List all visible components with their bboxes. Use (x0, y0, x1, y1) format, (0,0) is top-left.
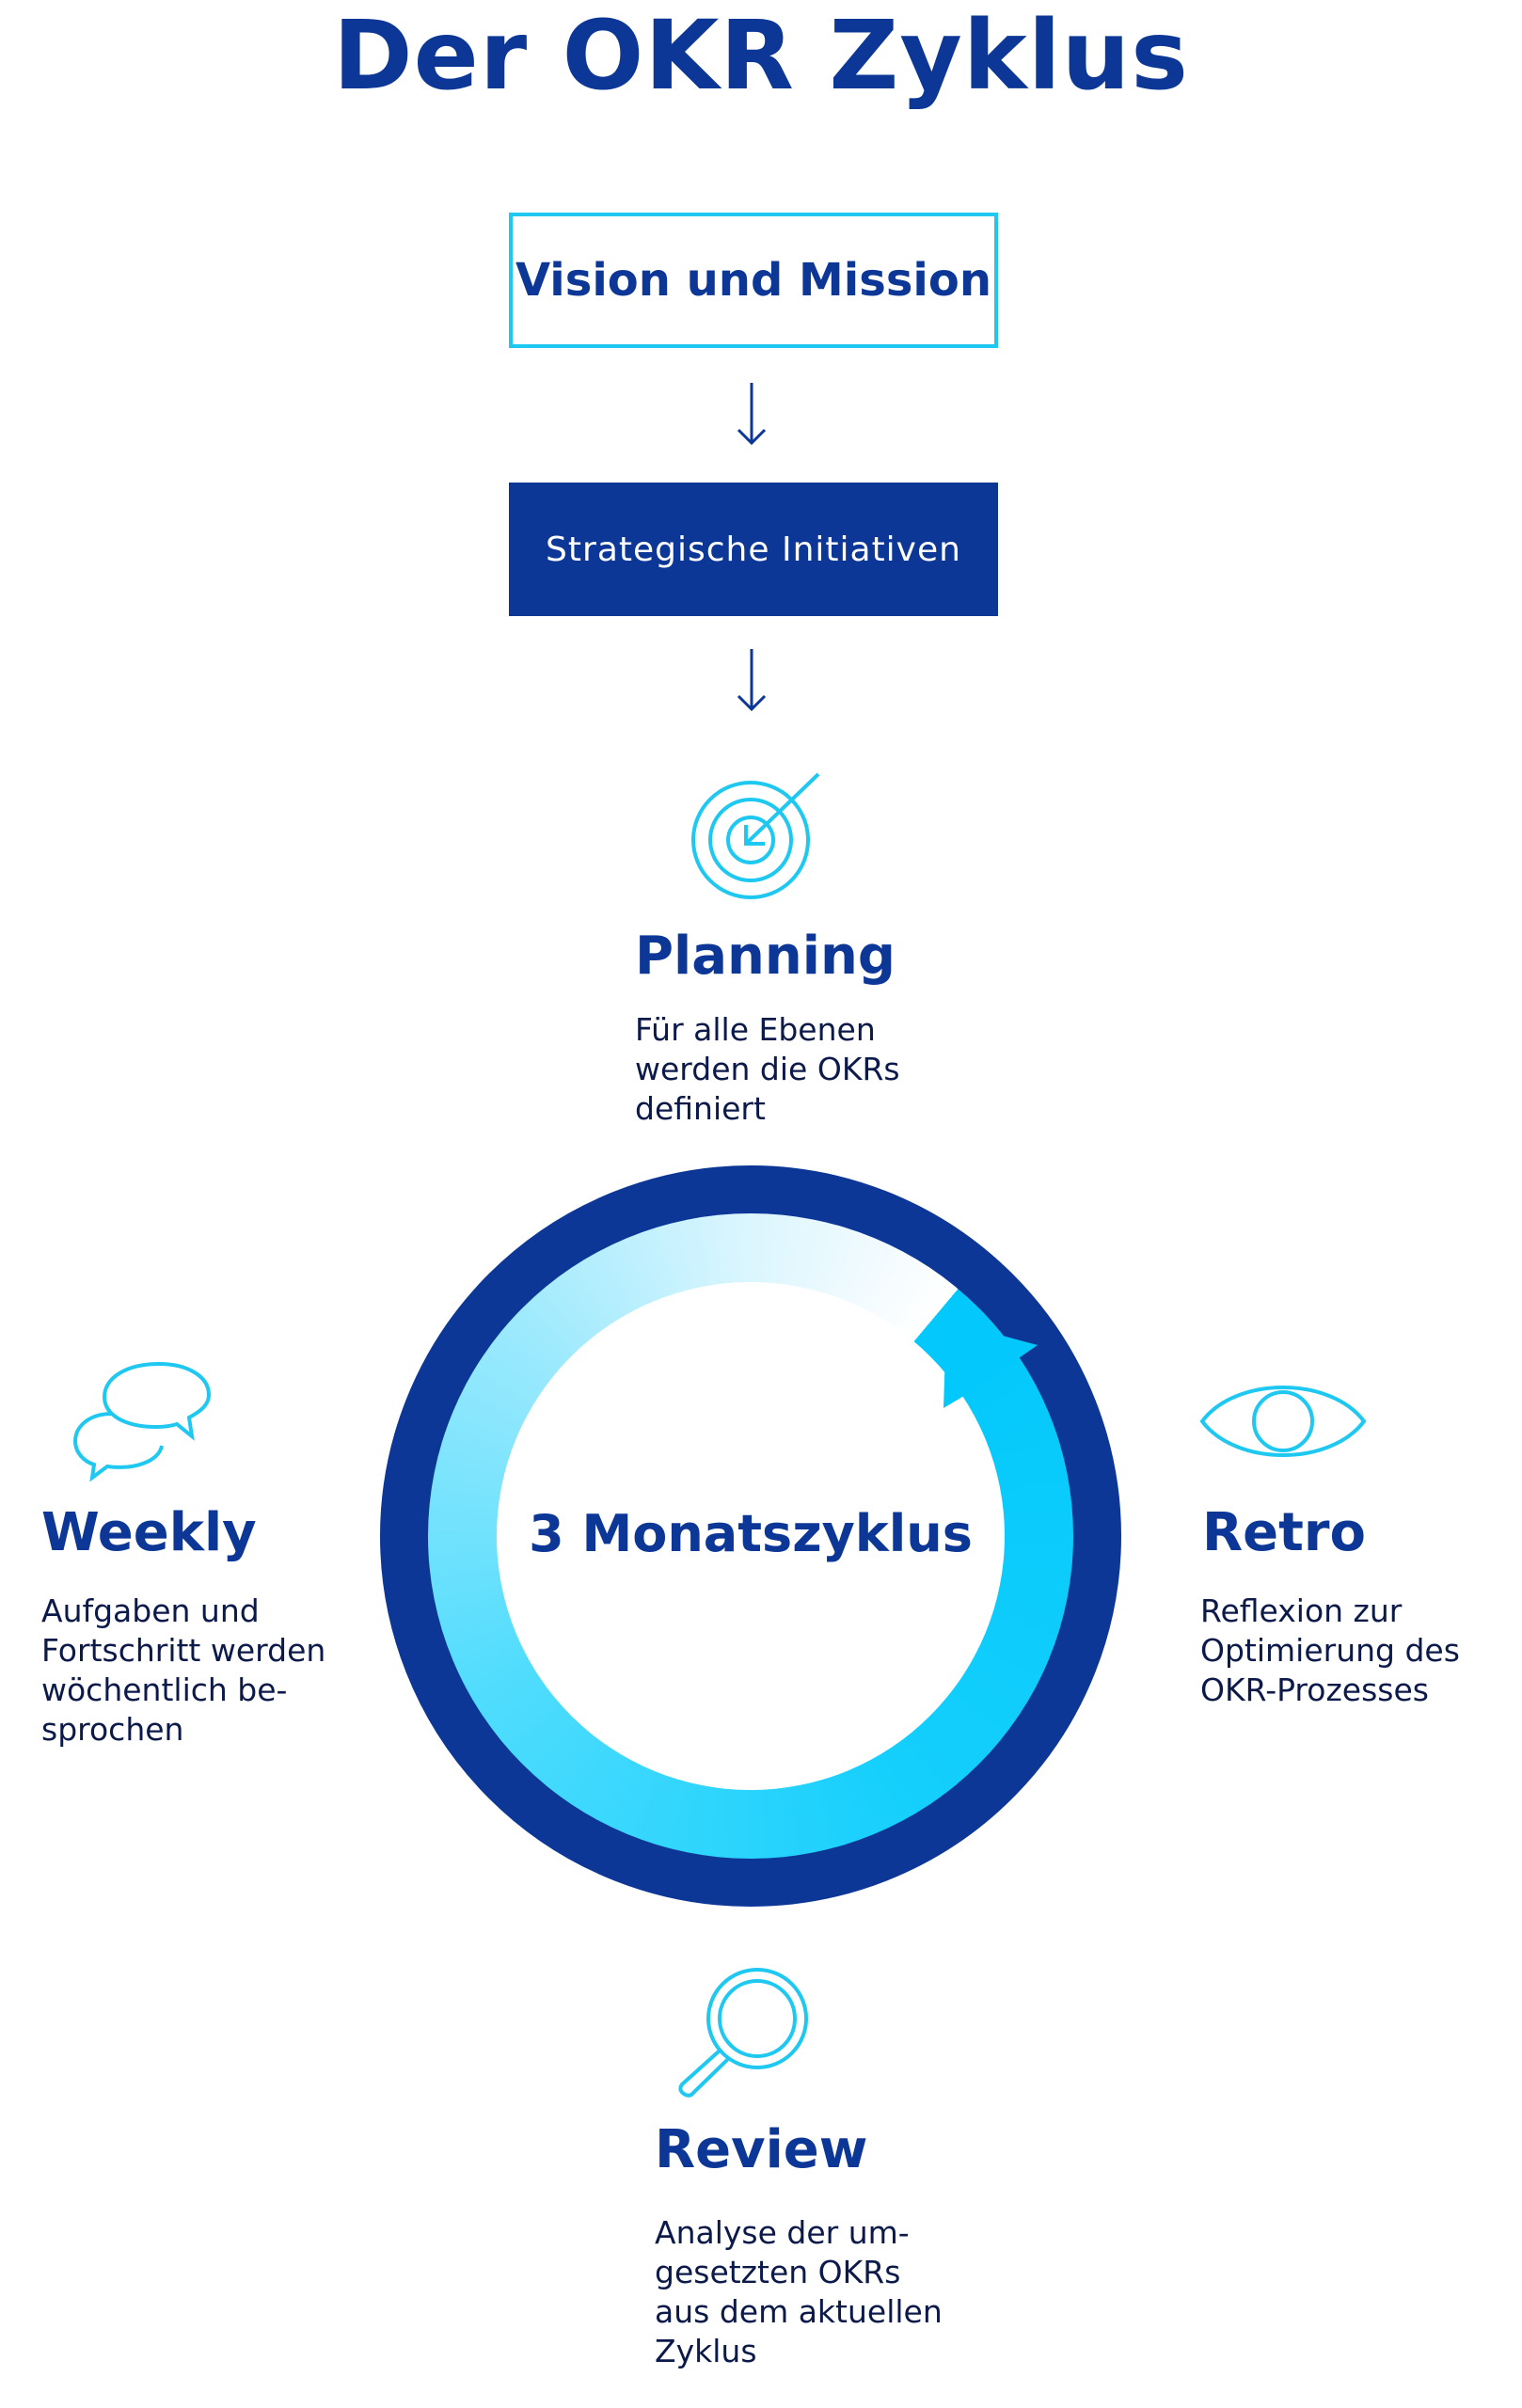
text-line: Für alle Ebenen (635, 1011, 876, 1048)
cycle-outer-ring (380, 1165, 1121, 1907)
text-line: sprochen (41, 1711, 184, 1748)
weekly-title: Weekly (41, 1502, 257, 1563)
vision-mission-box: Vision und Mission (509, 213, 998, 348)
text-line: Fortschritt werden (41, 1632, 326, 1669)
text-line: Analyse der um- (655, 2214, 910, 2251)
text-line: definiert (635, 1090, 766, 1127)
text-line: werden die OKRs (635, 1051, 900, 1087)
text-line: wöchentlich be- (41, 1671, 288, 1708)
eye-icon (1199, 1386, 1367, 1457)
review-description: Analyse der um- gesetzten OKRs aus dem a… (655, 2213, 943, 2371)
target-icon (691, 772, 820, 899)
strategic-initiatives-box: Strategische Initiativen (509, 483, 998, 616)
planning-description: Für alle Ebenen werden die OKRs definier… (635, 1010, 900, 1129)
magnifier-icon (678, 1968, 808, 2098)
text-line: Reflexion zur (1200, 1592, 1403, 1629)
down-arrow-icon (737, 649, 767, 712)
text-line: gesetzten OKRs (655, 2254, 901, 2290)
text-line: Optimierung des (1200, 1632, 1460, 1669)
retro-description: Reflexion zur Optimierung des OKR-Prozes… (1200, 1592, 1460, 1710)
down-arrow-icon (737, 383, 767, 446)
text-line: OKR-Prozesses (1200, 1671, 1429, 1708)
cycle-label: 3 Monatszyklus (529, 1504, 973, 1563)
planning-title: Planning (635, 926, 896, 987)
retro-title: Retro (1202, 1502, 1366, 1563)
weekly-description: Aufgaben und Fortschritt werden wöchentl… (41, 1592, 325, 1750)
cycle-inner (497, 1282, 1005, 1790)
text-line: Zyklus (655, 2333, 757, 2369)
review-title: Review (655, 2119, 868, 2180)
speech-bubbles-icon (72, 1361, 212, 1481)
text-line: Aufgaben und (41, 1592, 260, 1629)
text-line: aus dem aktuellen (655, 2293, 943, 2330)
page-title: Der OKR Zyklus (332, 0, 1190, 112)
cycle-arrowhead-icon (943, 1321, 1038, 1408)
